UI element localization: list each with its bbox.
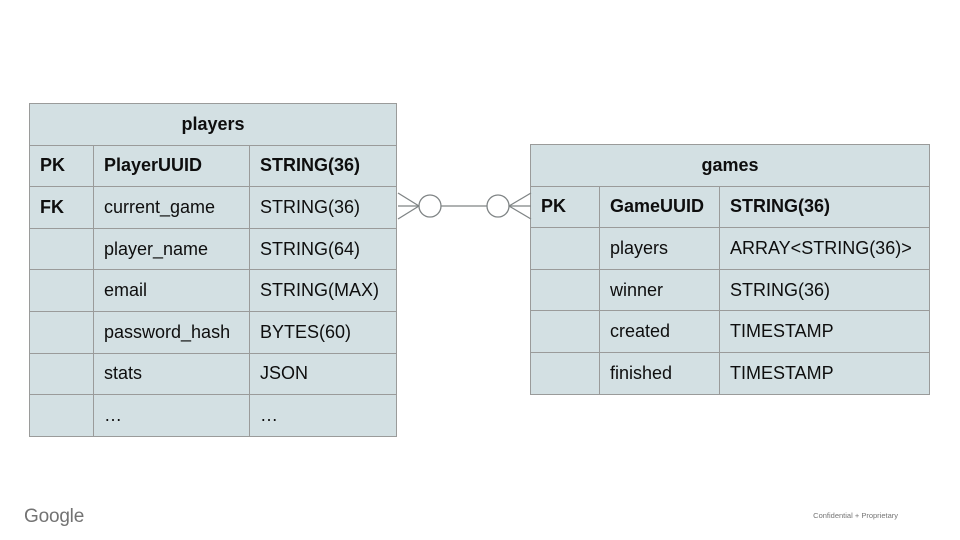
confidential-note: Confidential + Proprietary — [813, 511, 898, 520]
players-row-3-type: STRING(MAX) — [250, 270, 396, 311]
optional-circle-games — [486, 194, 510, 218]
games-row-2-field: winner — [600, 269, 719, 311]
games-row-0-key: PK — [531, 186, 599, 228]
crows-foot-players — [397, 192, 420, 220]
players-row-4-key — [30, 311, 93, 353]
players-row-1-type: STRING(36) — [250, 187, 396, 228]
players-row-0-type: STRING(36) — [250, 145, 396, 187]
players-row-4-field: password_hash — [94, 311, 249, 353]
games-row-1-type: ARRAY<STRING(36)> — [720, 228, 929, 269]
players-row-6-field: … — [94, 395, 249, 436]
games-row-3-field: created — [600, 311, 719, 352]
games-row-4-type: TIMESTAMP — [720, 352, 929, 394]
players-row-3-key — [30, 270, 93, 311]
games-row-3-key — [531, 311, 599, 352]
players-row-2-key — [30, 228, 93, 270]
players-row-1-key: FK — [30, 187, 93, 228]
players-row-5-field: stats — [94, 353, 249, 395]
table-players: players PK PlayerUUID STRING(36) FK curr… — [29, 103, 397, 437]
players-row-3-field: email — [94, 270, 249, 311]
games-row-0-field: GameUUID — [600, 186, 719, 228]
games-row-4-key — [531, 352, 599, 394]
players-row-2-type: STRING(64) — [250, 228, 396, 270]
players-row-1-field: current_game — [94, 187, 249, 228]
players-row-5-type: JSON — [250, 353, 396, 395]
players-row-0-field: PlayerUUID — [94, 145, 249, 187]
players-row-6-key — [30, 395, 93, 436]
players-row-6-type: … — [250, 395, 396, 436]
table-players-title: players — [30, 104, 396, 145]
players-row-0-key: PK — [30, 145, 93, 187]
players-row-5-key — [30, 353, 93, 395]
players-row-2-field: player_name — [94, 228, 249, 270]
games-row-1-key — [531, 228, 599, 269]
players-row-4-type: BYTES(60) — [250, 311, 396, 353]
games-row-0-type: STRING(36) — [720, 186, 929, 228]
games-row-3-type: TIMESTAMP — [720, 311, 929, 352]
table-games-title: games — [531, 145, 929, 186]
table-games: games PK GameUUID STRING(36) players ARR… — [530, 144, 930, 395]
crows-foot-games — [508, 192, 532, 220]
games-row-2-type: STRING(36) — [720, 269, 929, 311]
games-row-1-field: players — [600, 228, 719, 269]
optional-circle-players — [418, 194, 442, 218]
games-row-2-key — [531, 269, 599, 311]
games-row-4-field: finished — [600, 352, 719, 394]
google-logo: Google — [24, 506, 85, 527]
